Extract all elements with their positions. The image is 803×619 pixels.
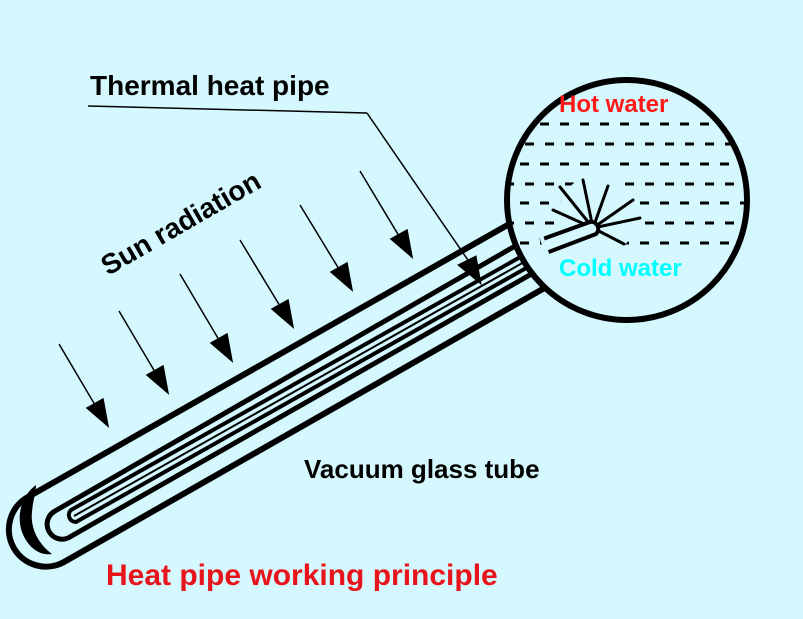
inner-tube-wall: [44, 235, 544, 542]
condenser-tip: [539, 219, 601, 255]
hot-water-label: Hot water: [559, 91, 668, 118]
vacuum-glass-tube-label: Vacuum glass tube: [304, 454, 540, 484]
tube-bottom-tip: [19, 485, 52, 555]
radiation-arrow: [299, 204, 354, 292]
heat-pipe-rod-outer: [66, 218, 591, 525]
cold-water-label: Cold water: [559, 255, 682, 282]
radiation-arrow: [118, 310, 170, 395]
water-tank: [504, 77, 750, 323]
tank-outline: [504, 77, 750, 323]
thermal-heat-pipe-label: Thermal heat pipe: [90, 70, 330, 101]
radiation-arrow: [58, 343, 110, 428]
radiation-arrow: [359, 170, 414, 259]
diagram-title: Heat pipe working principle: [106, 559, 498, 592]
thermal-heat-pipe-leader: [87, 105, 482, 286]
thermal-heat-pipe-rod: [66, 218, 591, 525]
radiation-arrow: [179, 273, 234, 363]
sun-radiation-arrows: [58, 170, 414, 428]
radiation-arrow: [239, 239, 295, 329]
heat-pipe-rod-core: [73, 225, 589, 517]
sun-radiation-label: Sun radiation: [96, 165, 266, 281]
outer-tube-wall: [5, 207, 557, 570]
